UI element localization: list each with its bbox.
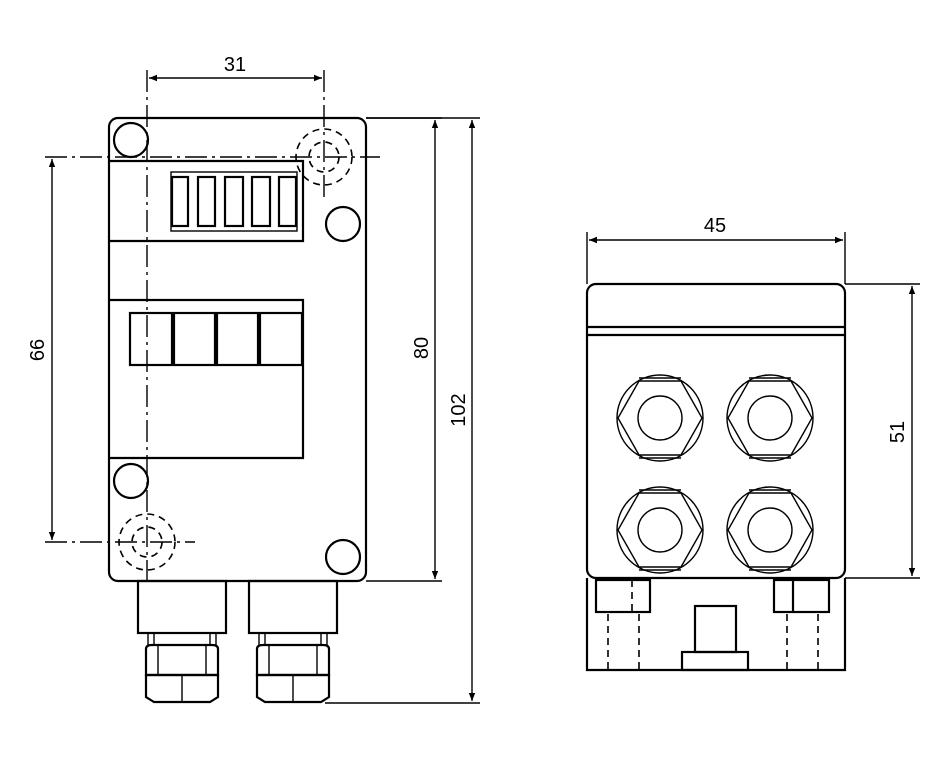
upper-panel — [109, 159, 305, 243]
svg-text:80: 80 — [411, 337, 433, 359]
mounting-base — [585, 578, 847, 672]
cable-gland — [247, 579, 339, 704]
screw-icon — [324, 538, 362, 576]
dimension-31: 31 — [149, 54, 322, 82]
terminal-blocks — [128, 311, 304, 367]
svg-text:102: 102 — [448, 393, 470, 426]
svg-text:31: 31 — [224, 54, 246, 76]
dimension-80: 80 — [366, 117, 442, 582]
gland-nut-icon — [616, 374, 704, 462]
svg-text:45: 45 — [704, 215, 726, 237]
cable-gland — [136, 579, 228, 704]
svg-text:51: 51 — [887, 421, 909, 443]
dimension-51: 51 — [845, 283, 920, 579]
side-view — [585, 282, 847, 672]
screw-icon — [112, 121, 150, 159]
gland-nut-icon — [616, 486, 704, 574]
housing-outline — [107, 116, 368, 583]
gland-nut-icon — [726, 374, 814, 462]
gland-nut-icon — [726, 486, 814, 574]
housing-outline — [585, 282, 847, 580]
dimension-66: 66 — [27, 159, 56, 540]
screw-icon — [112, 462, 150, 500]
front-view — [45, 70, 380, 704]
dimension-45: 45 — [586, 215, 846, 284]
lower-panel — [109, 298, 305, 460]
svg-text:66: 66 — [27, 339, 49, 361]
screw-icon — [324, 205, 362, 243]
dimension-102: 102 — [325, 117, 480, 704]
led-segments — [170, 175, 298, 228]
